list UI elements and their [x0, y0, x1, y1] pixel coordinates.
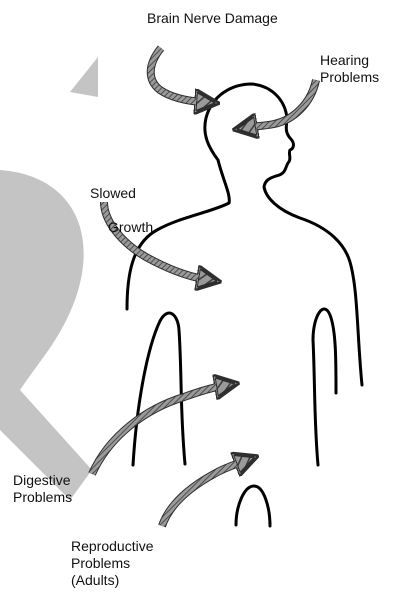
- digestive-arrow: [92, 386, 222, 474]
- watermark: [0, 57, 98, 500]
- right-arrow-icon: [162, 462, 242, 526]
- label-slowed-growth-line1: Slowed: [90, 185, 153, 202]
- legs-outline: [236, 486, 270, 526]
- head-neck-shoulders-outline: [127, 84, 362, 385]
- reproductive-arrow: [162, 462, 242, 526]
- right-arrow-icon: [92, 386, 222, 474]
- label-slowed-growth: Slowed Growth: [90, 168, 153, 253]
- watermark-triangle: [70, 57, 98, 97]
- right-arrow-icon: [151, 48, 202, 102]
- label-digestive-problems: Digestive Problems: [13, 472, 72, 506]
- label-hearing-problems: Hearing Problems: [320, 52, 379, 86]
- left-arm-outline: [133, 313, 185, 465]
- label-reproductive-problems: Reproductive Problems (Adults): [71, 538, 154, 589]
- right-arm-outline: [313, 309, 336, 465]
- label-brain-nerve-damage: Brain Nerve Damage: [147, 10, 278, 27]
- arrows: [92, 48, 316, 526]
- label-slowed-growth-line2: Growth: [90, 219, 153, 236]
- human-silhouette: [127, 84, 362, 526]
- watermark-swirl: [0, 170, 92, 500]
